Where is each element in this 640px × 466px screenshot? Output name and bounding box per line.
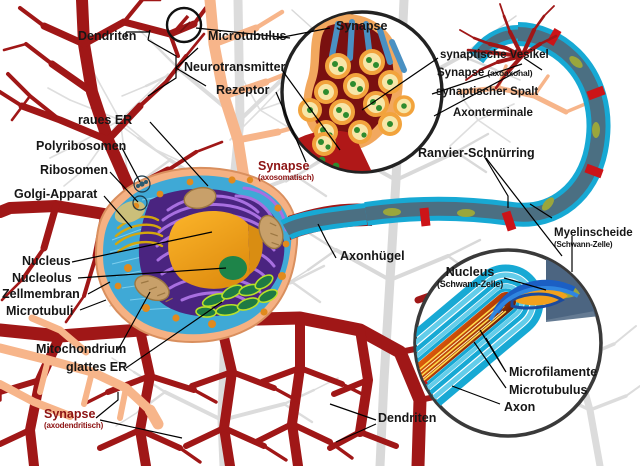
label-nucleus-schwann-main: Nucleus: [445, 265, 495, 279]
label-rezeptor: Rezeptor: [216, 83, 270, 97]
label-synapse-axodendritisch: Synapse (axodendritisch): [44, 408, 103, 430]
label-nucleus-schwann: Nucleus (Schwann-Zelle): [437, 266, 503, 289]
label-dendriten-bottom: Dendriten: [378, 411, 437, 425]
label-synapse-axoaxonal-main: Synapse: [437, 67, 485, 79]
microtubulus-callout-circle: [165, 6, 203, 44]
label-synapse-axoaxonal: Synapse(axoaxonal): [437, 67, 533, 80]
label-polyribosomen: Polyribosomen: [36, 139, 127, 153]
schwann-cell-nuclei-on-axon: [383, 56, 600, 217]
label-synapse-axosomatisch: Synapse (axosomatisch): [258, 160, 314, 182]
label-axon-inset: Axon: [504, 400, 536, 414]
label-ribosomen: Ribosomen: [40, 163, 109, 177]
axon-hillock-and-myelinated-axon: [280, 22, 611, 240]
synaptic-vesicles: [298, 49, 415, 156]
label-nucleolus: Nucleolus: [12, 271, 72, 285]
label-neurotransmitter: Neurotransmitter: [184, 60, 286, 74]
nucleolus-shape: [219, 256, 247, 280]
label-myelinscheide: Myelinscheide (Schwann-Zelle): [554, 227, 633, 249]
label-synapse-axodendritisch-sub: (axodendritisch): [44, 420, 104, 430]
axoaxonal-terminal-arbor-red: [459, 3, 558, 90]
label-synapse-axodendritisch-main: Synapse: [44, 407, 96, 421]
label-dendriten-top: Dendriten: [78, 29, 137, 43]
label-microtubulus-inset: Microtubulus: [509, 383, 588, 397]
synapse-inset-illustration: [280, 10, 444, 174]
label-nucleus-soma: Nucleus: [22, 254, 71, 268]
label-myelinscheide-main: Myelinscheide: [554, 227, 633, 239]
leader-lines: [71, 27, 573, 443]
mitochondria-shapes: [134, 186, 284, 303]
label-synaptische-vesikel: synaptische Vesikel: [440, 49, 549, 61]
label-synapse-inset-title: Synapse: [336, 19, 388, 33]
label-axonterminale: Axonterminale: [453, 107, 533, 119]
label-mitochondrium: Mitochondrium: [36, 342, 127, 356]
label-zellmembran: Zellmembran: [2, 287, 80, 301]
label-raues-er: raues ER: [78, 113, 133, 127]
label-nucleus-schwann-sub: (Schwann-Zelle): [437, 278, 504, 289]
label-microtubuli: Microtubuli: [6, 304, 74, 318]
soma-cell-body: [94, 166, 299, 343]
label-ranvier-schnuerring: Ranvier-Schnürring: [418, 146, 535, 160]
label-microfilamente: Microfilamente: [509, 365, 598, 379]
label-golgi-apparat: Golgi-Apparat: [14, 187, 98, 201]
smooth-er-shapes: [195, 274, 279, 318]
label-myelinscheide-sub: (Schwann-Zelle): [554, 239, 613, 249]
label-synapse-axoaxonal-sub: (axoaxonal): [487, 68, 533, 78]
label-synapse-axosomatisch-main: Synapse: [258, 159, 310, 173]
label-axonhuegel: Axonhügel: [340, 249, 405, 263]
label-synaptischer-spalt: synaptischer Spalt: [436, 86, 539, 98]
ribosome-dots: [114, 176, 290, 328]
ribosome-callout-circles: [132, 175, 151, 211]
label-microtubulus-top: Microtubulus: [208, 29, 287, 43]
label-synapse-axosomatisch-sub: (axosomatisch): [258, 172, 314, 182]
label-glattes-er: glattes ER: [66, 360, 128, 374]
